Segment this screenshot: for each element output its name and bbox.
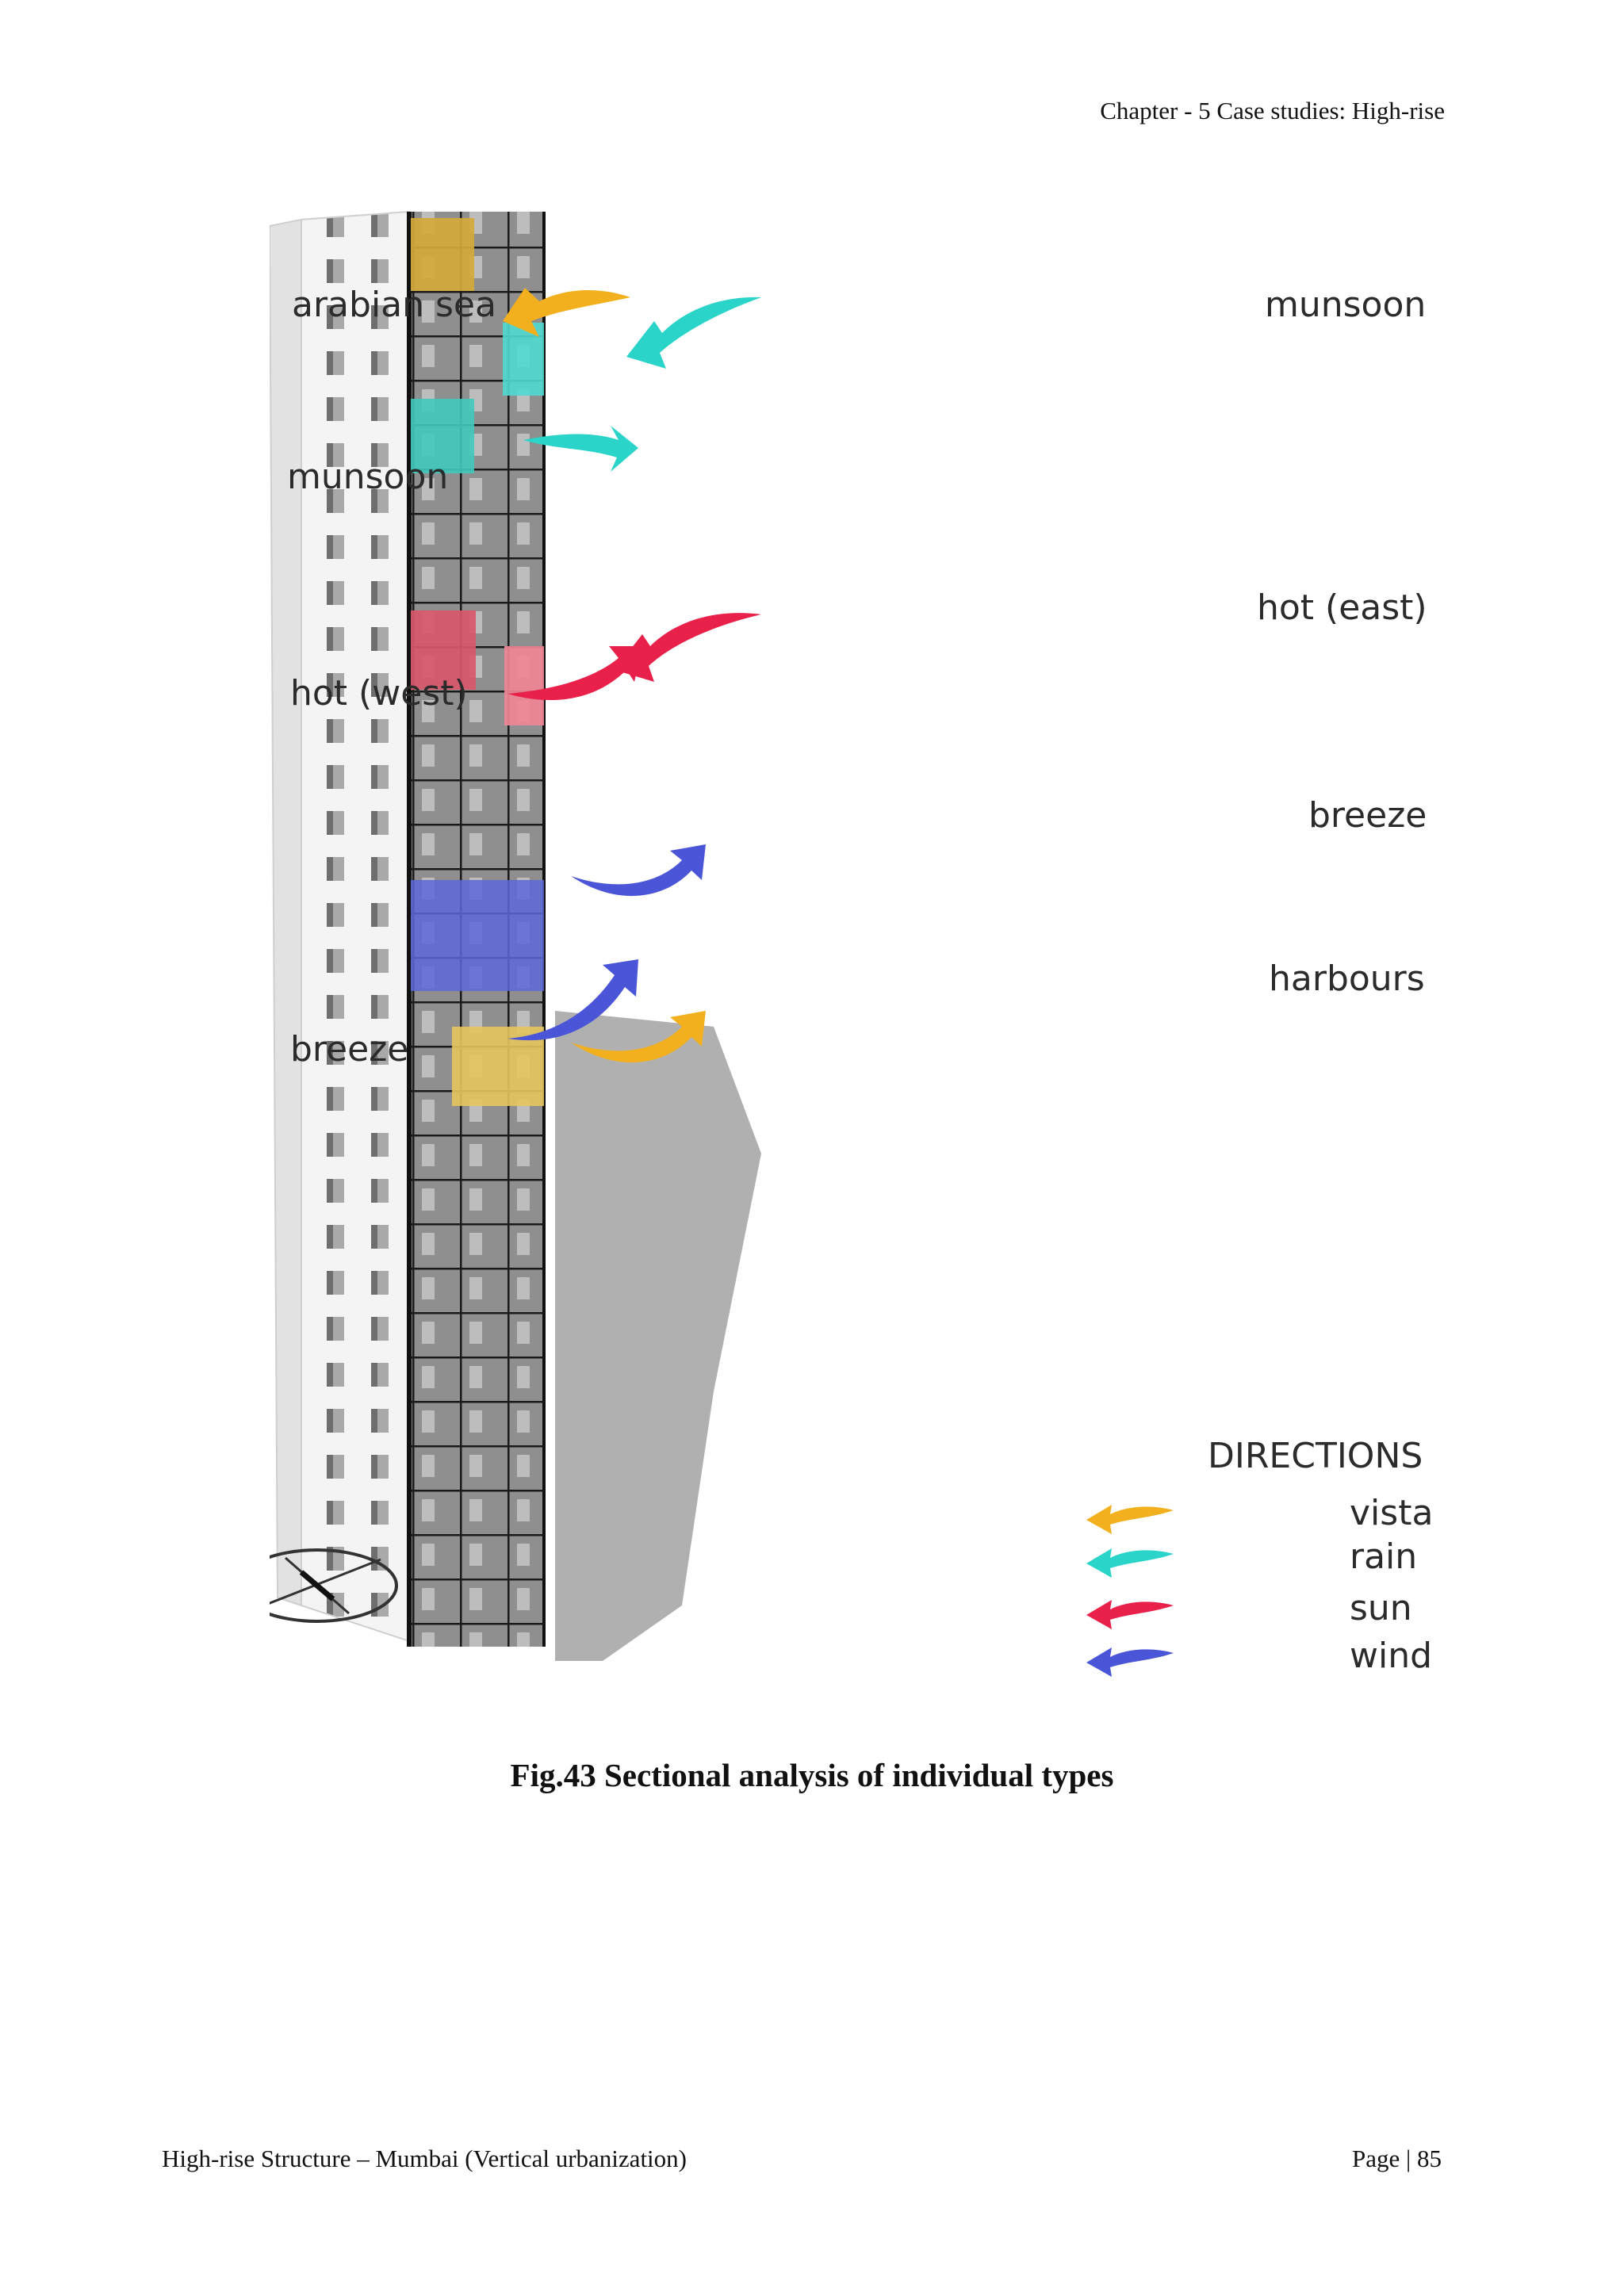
arrow-rain-munsoon-west: [523, 426, 638, 472]
tower-section-drawing: [270, 210, 1174, 1677]
unit-sun-right: [504, 646, 544, 725]
legend-arrow-wind: [1086, 1647, 1174, 1677]
legend-label-wind: wind: [1350, 1636, 1433, 1676]
arrow-rain-munsoon-east: [626, 297, 761, 369]
running-header: Chapter - 5 Case studies: High-rise: [1100, 97, 1445, 124]
legend-label-sun: sun: [1350, 1588, 1412, 1628]
legend-arrow-vista: [1086, 1505, 1174, 1534]
unit-wind: [411, 880, 544, 991]
unit-rain-left: [411, 399, 474, 473]
label-hot-east: hot (east): [1257, 587, 1427, 628]
label-munsoon-west: munsoon: [287, 457, 449, 497]
tower-shadow: [555, 1011, 761, 1661]
label-hot-west: hot (west): [290, 673, 468, 714]
arrow-sun-hot-west: [508, 646, 642, 701]
arrow-wind-breeze-east: [571, 844, 706, 897]
label-breeze-west: breeze: [290, 1029, 409, 1070]
legend-arrow-rain: [1086, 1548, 1174, 1578]
arrow-sun-hot-east: [615, 613, 761, 682]
tower-facade: [301, 210, 410, 1643]
sectional-analysis-figure: arabian sea munsoon munsoon hot (east) h…: [270, 202, 1475, 1693]
figure-caption: Fig.43 Sectional analysis of individual …: [510, 1757, 1114, 1793]
arrow-wind-breeze-west: [508, 959, 638, 1041]
legend-label-rain: rain: [1350, 1536, 1418, 1577]
label-munsoon-east: munsoon: [1265, 285, 1427, 325]
footer-title: High-rise Structure – Mumbai (Vertical u…: [162, 2145, 687, 2172]
unit-sun-left: [411, 610, 476, 690]
label-harbours: harbours: [1269, 959, 1425, 999]
north-compass: [270, 1548, 398, 1623]
legend-label-vista: vista: [1350, 1493, 1434, 1533]
arrow-vista-arabian-sea: [503, 288, 630, 337]
legend-arrow-sun: [1086, 1600, 1174, 1629]
legend-title: DIRECTIONS: [1208, 1436, 1423, 1476]
unit-vista-top: [411, 218, 474, 291]
arrow-vista-harbours: [571, 1011, 706, 1063]
unit-rain-right: [503, 323, 544, 396]
page-number: Page | 85: [1352, 2145, 1442, 2172]
label-breeze-east: breeze: [1308, 795, 1427, 836]
label-arabian-sea: arabian sea: [292, 285, 496, 325]
